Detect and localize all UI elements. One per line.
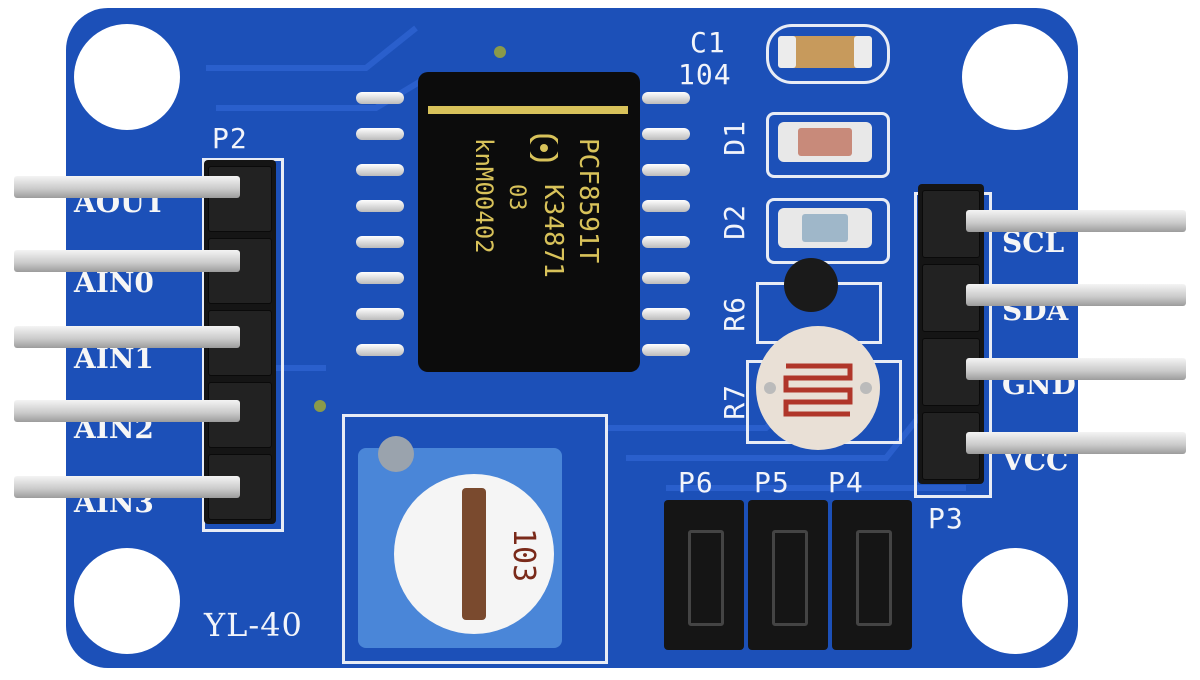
chip-stripe — [428, 106, 628, 114]
p3-pin-scl — [966, 210, 1186, 232]
d1-label: D1 — [718, 120, 751, 156]
p2-pin-ain3 — [14, 476, 240, 498]
p2-pin-ain0 — [14, 250, 240, 272]
pot-screw — [378, 436, 414, 472]
jumper-p5 — [748, 500, 828, 650]
c1-value: 104 — [678, 58, 732, 91]
p2-pin-ain2 — [14, 400, 240, 422]
chip-marking-line4: knM00402 — [470, 138, 498, 254]
p3-pin-vcc — [966, 432, 1186, 454]
p3-pin-gnd — [966, 358, 1186, 380]
chip-marking-line3: 03 — [504, 184, 529, 211]
p4-label: P4 — [828, 466, 864, 499]
pot-marking: 103 — [506, 528, 541, 583]
d2-outline — [766, 198, 890, 264]
d2-label: D2 — [718, 204, 751, 240]
p2-label: P2 — [212, 122, 248, 155]
pcf8591-chip: PCF8591T K34871 03 knM00402 — [418, 72, 640, 372]
mounting-hole-top-left — [74, 24, 180, 130]
pot-knob: 103 — [394, 474, 554, 634]
d1-outline — [766, 112, 890, 178]
chip-marking-line2: K34871 — [538, 184, 568, 278]
p2-pin-ain1 — [14, 326, 240, 348]
p6-label: P6 — [678, 466, 714, 499]
p2-pin-aout — [14, 176, 240, 198]
jumper-p4 — [832, 500, 912, 650]
potentiometer: 103 — [358, 436, 562, 648]
p5-label: P5 — [754, 466, 790, 499]
d1-led — [778, 122, 872, 162]
c1-capacitor — [778, 36, 872, 68]
mounting-hole-top-right — [962, 24, 1068, 130]
chip-marking-line1: PCF8591T — [573, 138, 603, 264]
r7-photoresistor — [756, 326, 880, 450]
jumper-p6 — [664, 500, 744, 650]
philips-logo-icon — [530, 134, 558, 162]
pot-slot — [462, 488, 486, 620]
mounting-hole-bottom-left — [74, 548, 180, 654]
pot-outline — [342, 414, 608, 664]
r6-label: R6 — [718, 296, 751, 332]
c1-label: C1 — [690, 26, 726, 59]
p3-label: P3 — [928, 502, 964, 535]
r6-thermistor — [784, 258, 838, 312]
model-label: YL-40 — [204, 606, 303, 644]
c1-outline — [766, 24, 890, 84]
photoresistor-track-icon — [764, 363, 872, 417]
pcb-board: P2 AOUT AIN0 AIN1 AIN2 AIN3 YL-40 PCF859… — [66, 8, 1078, 668]
p3-pin-sda — [966, 284, 1186, 306]
d2-led — [778, 208, 872, 248]
mounting-hole-bottom-right — [962, 548, 1068, 654]
